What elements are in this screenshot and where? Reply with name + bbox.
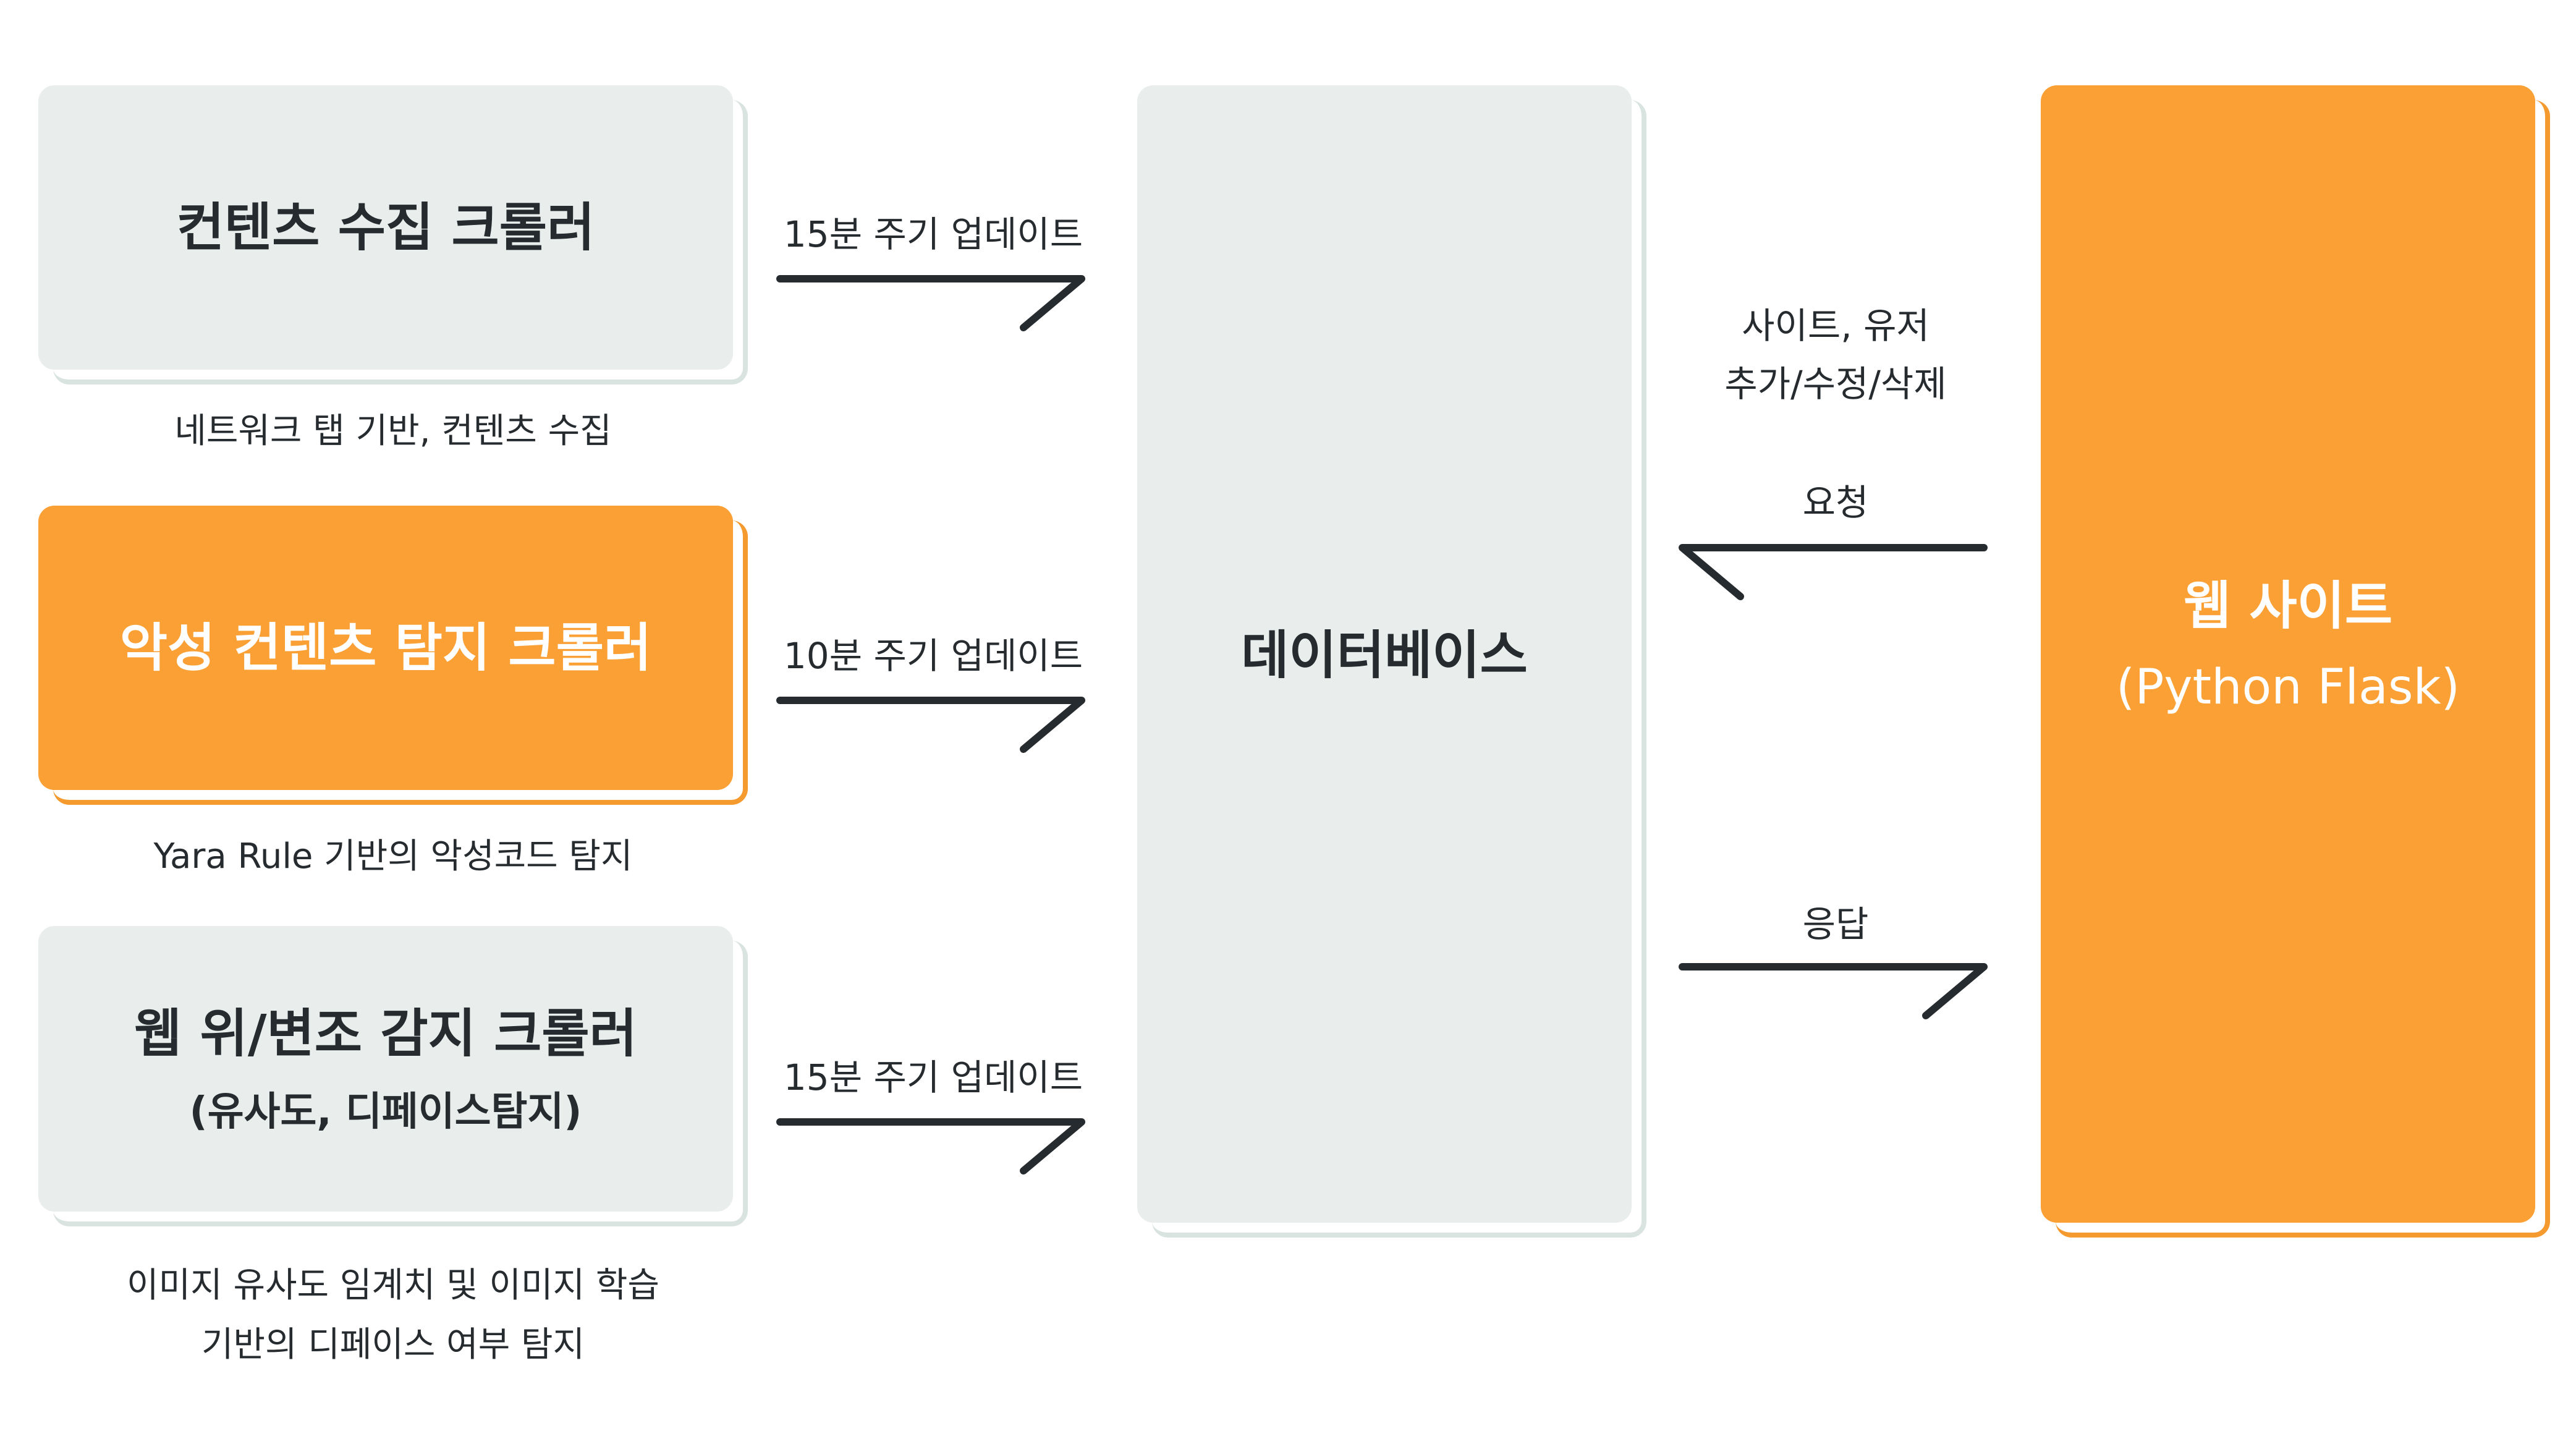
crawler-caption: 네트워크 탭 기반, 컨텐츠 수집: [174, 411, 612, 451]
box-shadow: [2056, 100, 2550, 1238]
box-shadow: [1152, 100, 1646, 1238]
website-title: 웹 사이트: [2183, 575, 2393, 636]
response-label: 응답: [1802, 903, 1869, 945]
request-note-line: 사이트, 유저: [1742, 305, 1930, 347]
request-note: 사이트, 유저 추가/수정/삭제: [1681, 297, 1990, 413]
caption-line: 기반의 디페이스 여부 탐지: [201, 1325, 585, 1365]
malicious-content-crawler-box: 악성 컨텐츠 탐지 크롤러: [38, 506, 748, 805]
content-collection-crawler-box: 컨텐츠 수집 크롤러: [38, 85, 748, 384]
crawler-subtitle: (유사도, 디페이스탐지): [189, 1089, 582, 1135]
response-arrow: [1679, 963, 1988, 1019]
crawler-title: 웹 위/변조 감지 크롤러: [134, 1003, 637, 1064]
caption-line: 이미지 유사도 임계치 및 이미지 학습: [127, 1265, 659, 1306]
box-shadow: [53, 941, 748, 1226]
crawler-caption: Yara Rule 기반의 악성코드 탐지: [153, 836, 633, 877]
request-label: 요청: [1802, 482, 1869, 524]
arrow-label-update: 15분 주기 업데이트: [783, 1056, 1083, 1098]
update-arrow: [776, 275, 1085, 331]
database-title: 데이터베이스: [1241, 625, 1528, 686]
crawler-title: 악성 컨텐츠 탐지 크롤러: [119, 617, 652, 678]
arrow-label-update: 10분 주기 업데이트: [783, 635, 1083, 677]
crawler-caption: 이미지 유사도 임계치 및 이미지 학습 기반의 디페이스 여부 탐지: [38, 1256, 748, 1375]
defacement-crawler-box: 웹 위/변조 감지 크롤러 (유사도, 디페이스탐지): [38, 926, 748, 1226]
box-shadow: [53, 520, 748, 805]
website-subtitle: (Python Flask): [2116, 660, 2460, 715]
crawler-title: 컨텐츠 수집 크롤러: [176, 197, 595, 258]
arrow-label-update: 15분 주기 업데이트: [783, 213, 1083, 255]
update-arrow: [776, 697, 1085, 753]
box-shadow: [53, 100, 748, 384]
request-arrow: [1679, 544, 1988, 600]
database-box: 데이터베이스: [1137, 85, 1646, 1238]
request-note-line: 추가/수정/삭제: [1724, 363, 1947, 405]
update-arrow: [776, 1118, 1085, 1174]
website-box: 웹 사이트 (Python Flask): [2041, 85, 2550, 1238]
